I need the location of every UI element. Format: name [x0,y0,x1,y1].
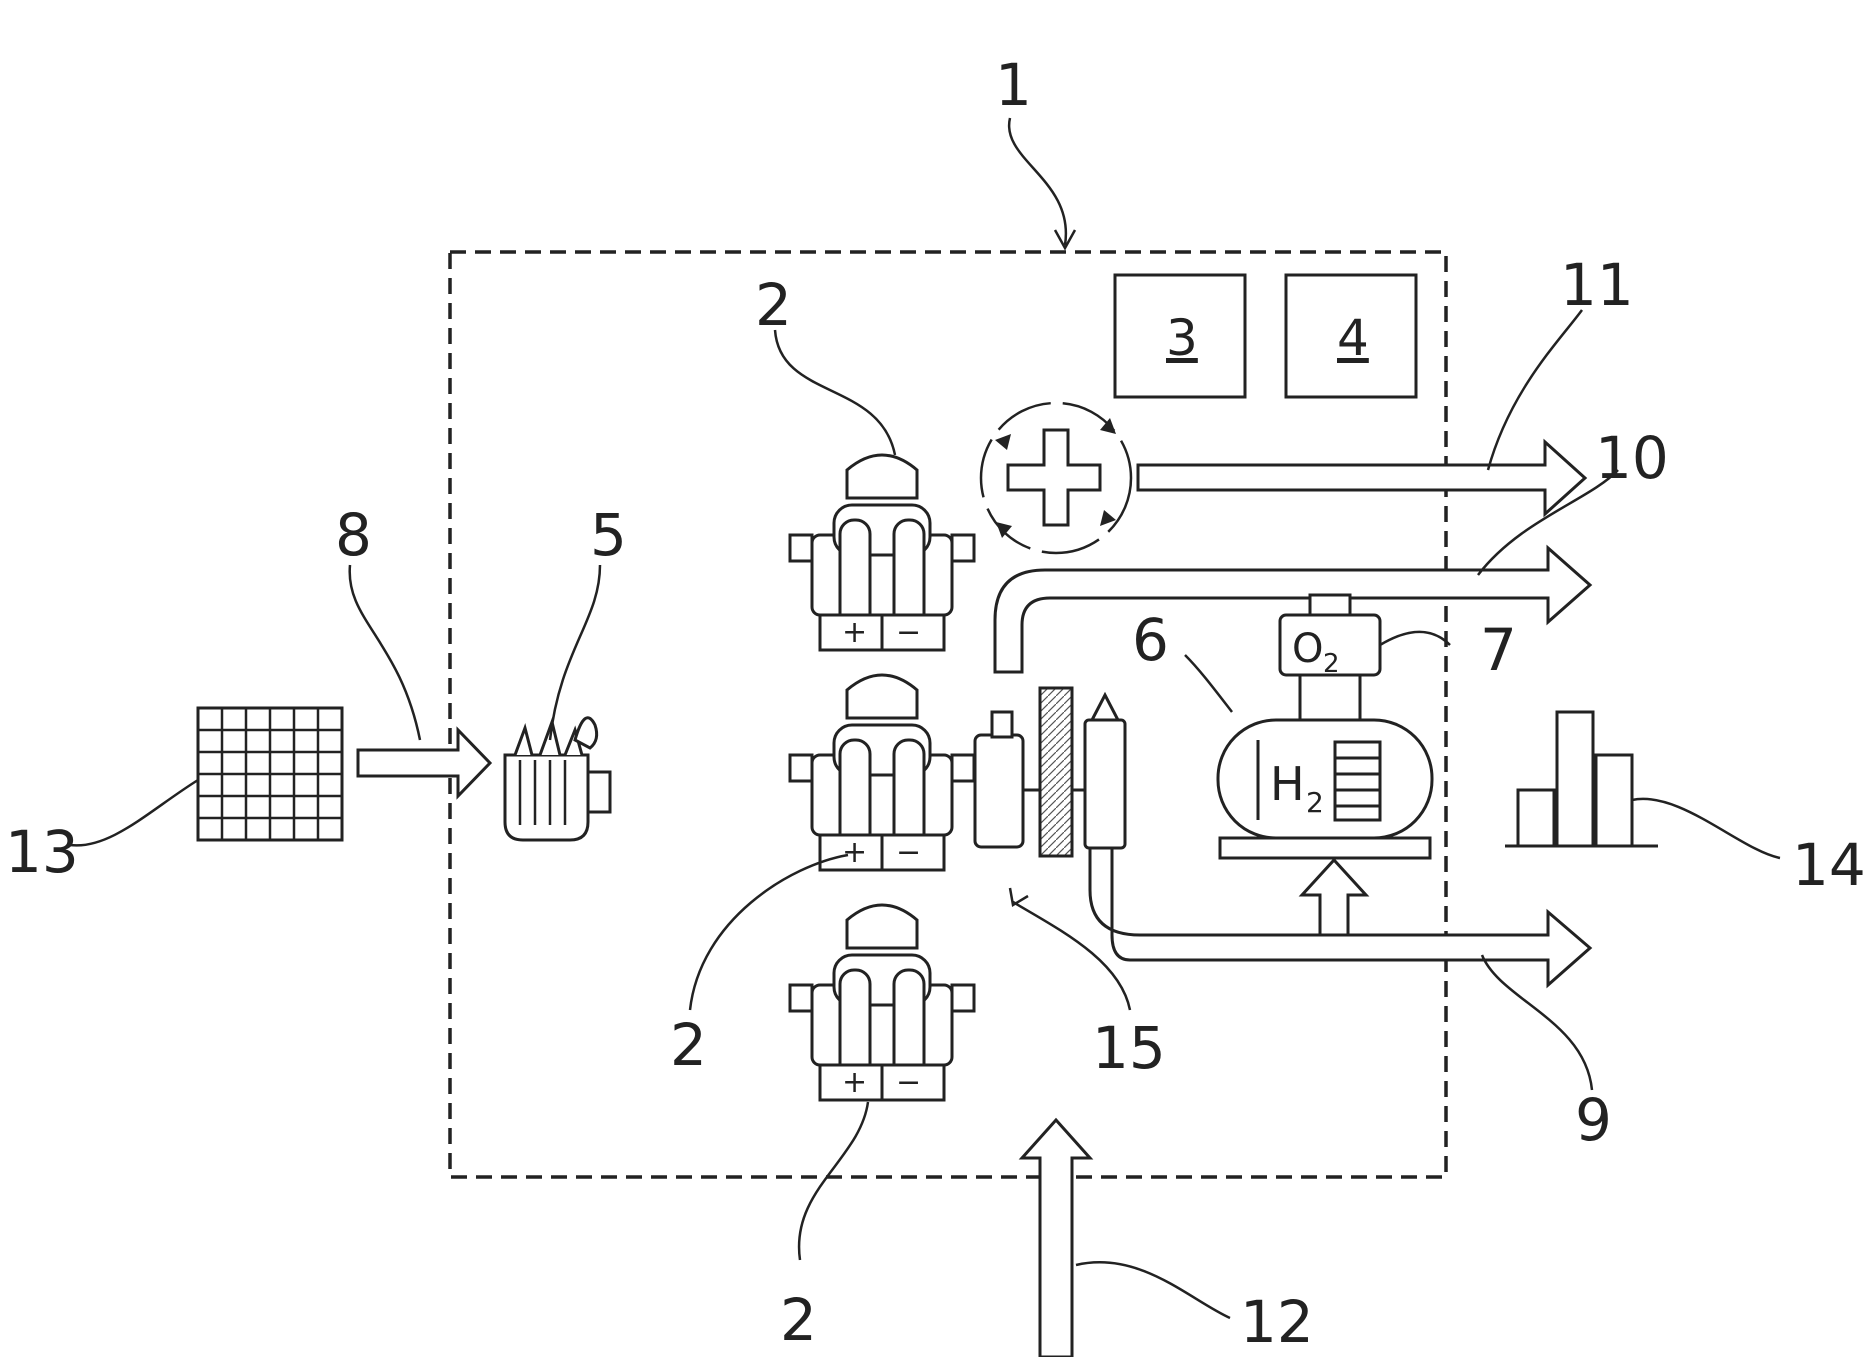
input-arrow-8 [358,730,490,796]
leader-11 [1488,310,1582,470]
generator-gear [1040,688,1072,856]
label-oxygen: 7 [1480,616,1517,684]
leader-13 [70,780,198,845]
leader-battery-bottom [799,1102,868,1260]
label-heater: 5 [590,501,627,569]
cross-symbol [1008,430,1100,525]
input-arrow-12 [1022,1120,1090,1357]
battery-middle-plus: + [842,835,867,870]
label-output-10: 10 [1595,424,1669,492]
battery-bottom-minus: − [896,1065,921,1100]
heater-outlet [588,772,610,812]
battery-top-plus: + [842,615,867,650]
leader-8 [350,565,420,740]
label-battery-top: 2 [755,271,792,339]
o2-subscript: 2 [1323,649,1340,679]
h2-symbol: H [1270,757,1305,811]
h2-subscript: 2 [1306,786,1324,819]
output-arrow-11 [1138,442,1585,514]
heater-body [505,755,588,840]
generator-left-cap [992,712,1012,737]
battery-bottom-plus: + [842,1065,867,1100]
leader-9 [1482,955,1592,1090]
leader-1 [1009,118,1066,245]
label-chart: 14 [1792,831,1866,899]
battery-bottom: + − [790,905,974,1100]
leader-battery-top [775,330,895,455]
leader-12 [1076,1262,1230,1318]
battery-top: + − [790,455,974,650]
label-tank: 6 [1132,606,1169,674]
hydrogen-tank [1218,720,1432,838]
label-solar: 13 [5,818,79,886]
label-box-4: 4 [1337,309,1369,367]
generator-left-unit [975,735,1023,847]
tank-coil [1335,742,1380,820]
generator-right-unit [1085,720,1125,848]
battery-top-minus: − [896,615,921,650]
consumer-chart [1505,712,1658,846]
chart-bar-1 [1518,790,1554,846]
tank-base [1220,838,1430,858]
chart-bar-3 [1596,755,1632,846]
leader-7 [1380,632,1450,645]
label-input-12: 12 [1240,1288,1314,1356]
feed-arrow-up [1302,860,1366,935]
leader-14 [1632,799,1780,858]
label-box-3: 3 [1166,309,1198,367]
chart-bar-2 [1557,712,1593,846]
oxygen-module-top [1310,595,1350,615]
label-generator: 15 [1092,1014,1166,1082]
generator-right-tip [1092,695,1118,720]
leader-6 [1185,655,1232,712]
battery-middle: + − [790,675,974,870]
o2-symbol: O [1292,626,1323,672]
label-battery-middle: 2 [670,1011,707,1079]
label-output-9: 9 [1575,1086,1612,1154]
label-output-11: 11 [1560,251,1634,319]
battery-middle-minus: − [896,835,921,870]
label-battery-bottom: 2 [780,1286,817,1354]
flame-symbol [515,722,582,755]
leader-15-arrowhead [1010,888,1028,905]
leader-5 [550,565,600,740]
label-input-8: 8 [335,501,372,569]
label-system: 1 [995,51,1032,119]
